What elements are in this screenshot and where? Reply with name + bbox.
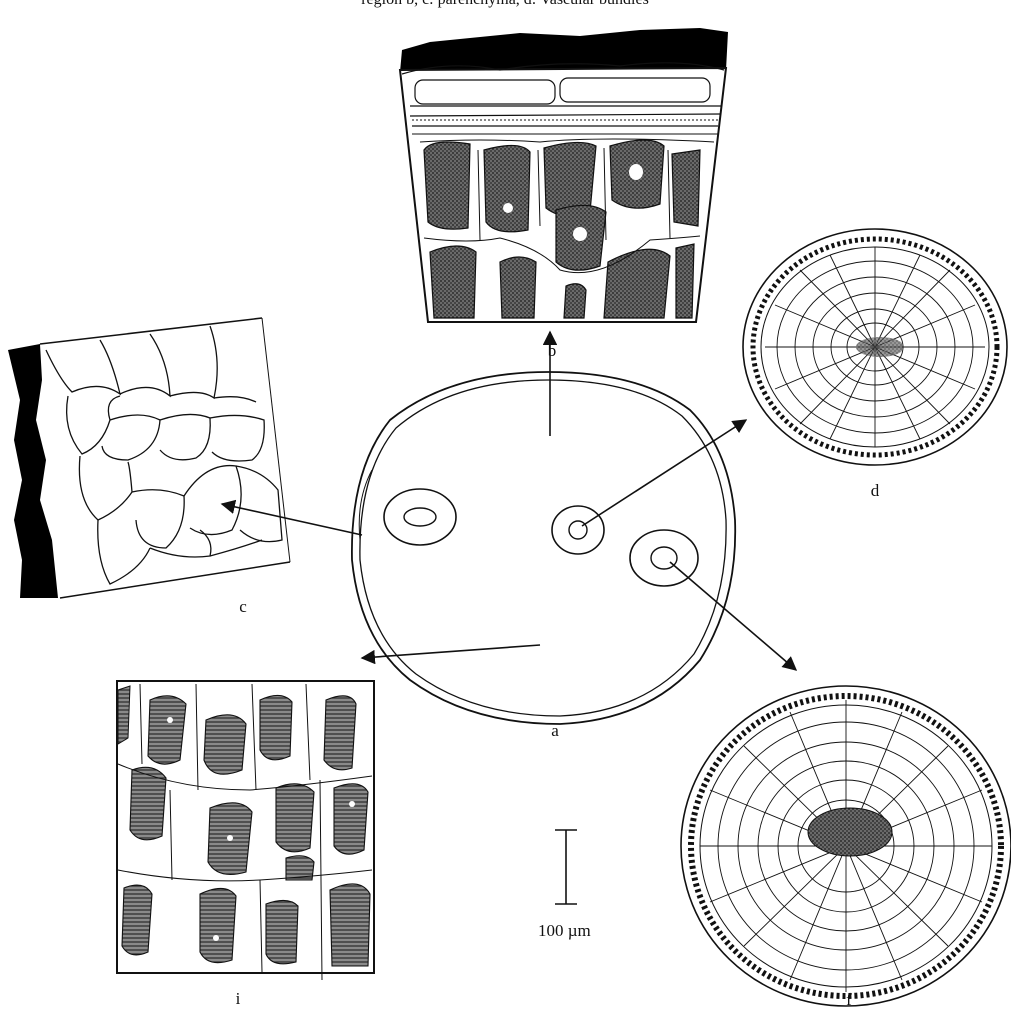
panel-f-vascular-bundle xyxy=(681,686,1011,1006)
panel-b-epidermis-section xyxy=(400,28,728,322)
label-b: b xyxy=(548,341,557,360)
label-f: f xyxy=(846,990,852,1009)
label-i: i xyxy=(236,989,241,1008)
label-d: d xyxy=(871,481,880,500)
panel-d-vascular-bundle xyxy=(743,229,1007,465)
label-c: c xyxy=(239,597,247,616)
panel-c-parenchyma-section xyxy=(8,318,290,598)
arrow-to-c xyxy=(222,504,362,535)
panel-i-parenchyma-section xyxy=(117,681,374,980)
scale-bar xyxy=(555,830,577,904)
panel-a-cross-section xyxy=(352,372,735,724)
label-a: a xyxy=(551,721,559,740)
scale-bar-label: 100 µm xyxy=(538,921,591,940)
figure-caption: region b, c: parenchyma, d: Vascular bun… xyxy=(361,0,649,8)
